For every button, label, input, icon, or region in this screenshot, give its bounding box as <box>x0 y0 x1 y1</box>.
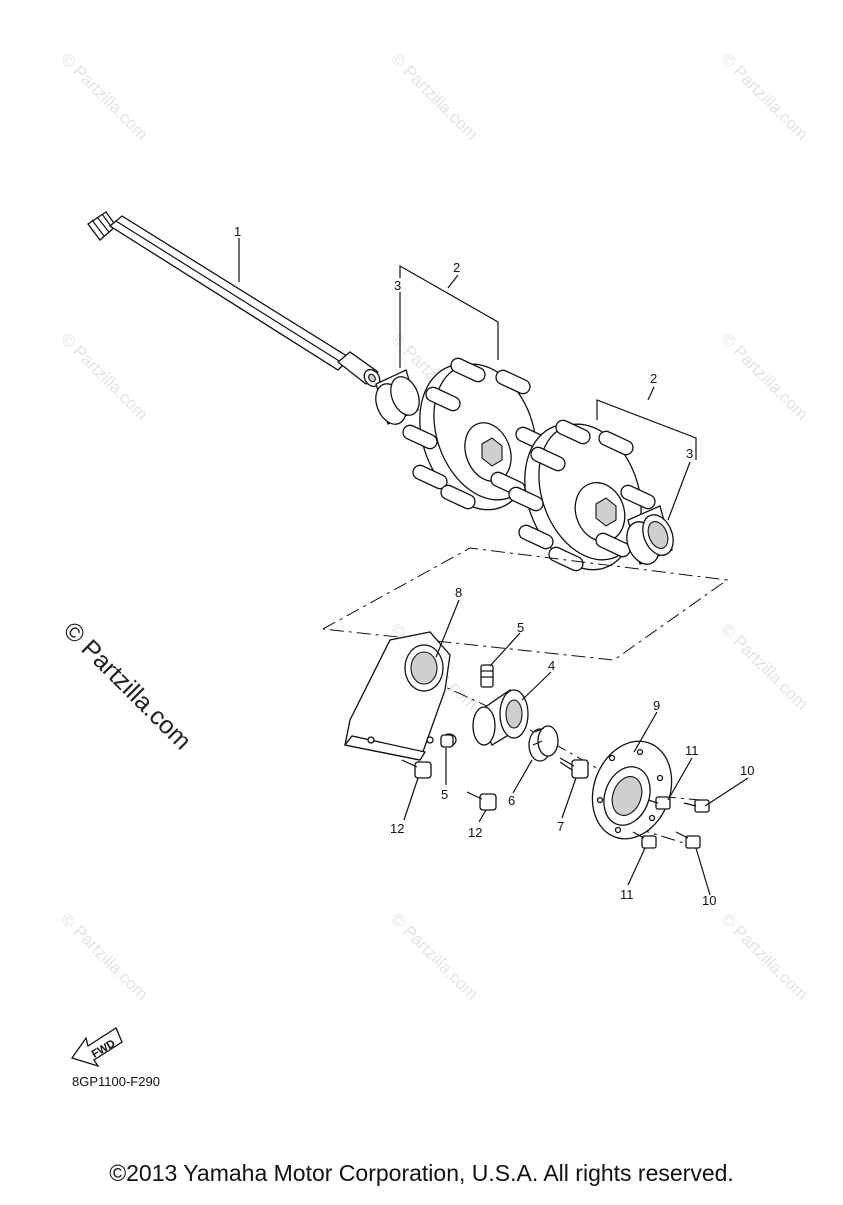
bolt-12-right <box>466 791 497 811</box>
set-screw-lower <box>440 733 457 748</box>
drive-shaft <box>87 211 381 388</box>
bolt-10-lower <box>675 831 701 849</box>
callout-3: 3 <box>686 446 693 461</box>
leader-lines <box>238 238 749 896</box>
callout-4: 4 <box>548 658 555 673</box>
callout-11: 11 <box>620 887 634 902</box>
watermark-text: © Partzilla.com <box>387 909 481 1003</box>
collar-right <box>626 505 674 565</box>
callout-12: 12 <box>468 825 482 840</box>
watermark-text: © Partzilla.com <box>57 909 151 1003</box>
bearing-housing-bracket <box>343 631 451 761</box>
bolt-12-left <box>401 759 432 779</box>
fwd-arrow-icon: FWD <box>70 1027 123 1068</box>
collar-nut <box>528 725 559 762</box>
callout-1: 1 <box>234 224 241 239</box>
sprocket-left <box>402 357 551 511</box>
watermark-layer: © Partzilla.com © Partzilla.com © Partzi… <box>57 49 811 1003</box>
callout-5: 5 <box>441 787 448 802</box>
copyright-notice: ©2013 Yamaha Motor Corporation, U.S.A. A… <box>109 1160 734 1186</box>
callout-10: 10 <box>740 763 754 778</box>
callout-10: 10 <box>702 893 716 908</box>
watermark-text: © Partzilla.com <box>717 49 811 143</box>
callout-2: 2 <box>650 371 657 386</box>
callout-5: 5 <box>517 620 524 635</box>
bolt-11-lower <box>632 831 657 849</box>
callout-9: 9 <box>653 698 660 713</box>
bearing <box>472 689 529 746</box>
bolt-10-upper <box>683 799 710 813</box>
watermark-logo-text: © Partzilla.com <box>58 616 197 755</box>
bolt-7 <box>559 757 589 779</box>
bolt-11-upper <box>647 796 671 810</box>
watermark-text: © Partzilla.com <box>57 49 151 143</box>
collar-left <box>375 369 420 425</box>
callout-12: 12 <box>390 821 404 836</box>
callout-2: 2 <box>453 260 460 275</box>
callout-6: 6 <box>508 793 515 808</box>
watermark-text: © Partzilla.com <box>717 619 811 713</box>
watermark-text: © Partzilla.com <box>717 329 811 423</box>
callout-labels: 1 2 3 2 3 8 5 4 9 11 10 5 6 7 12 12 11 1… <box>234 224 754 908</box>
watermark-text: © Partzilla.com <box>57 329 151 423</box>
watermark-text: © Partzilla.com <box>717 909 811 1003</box>
watermark-text: © Partzilla.com <box>387 49 481 143</box>
bearing-cover-plate <box>591 740 673 840</box>
fwd-label: FWD <box>90 1038 118 1061</box>
callout-8: 8 <box>455 585 462 600</box>
diagram-code: 8GP1100-F290 <box>72 1074 160 1089</box>
callout-3: 3 <box>394 278 401 293</box>
callout-11: 11 <box>685 743 699 758</box>
set-screw-upper <box>480 664 494 688</box>
sprocket-right <box>508 419 656 572</box>
callout-7: 7 <box>557 819 564 834</box>
